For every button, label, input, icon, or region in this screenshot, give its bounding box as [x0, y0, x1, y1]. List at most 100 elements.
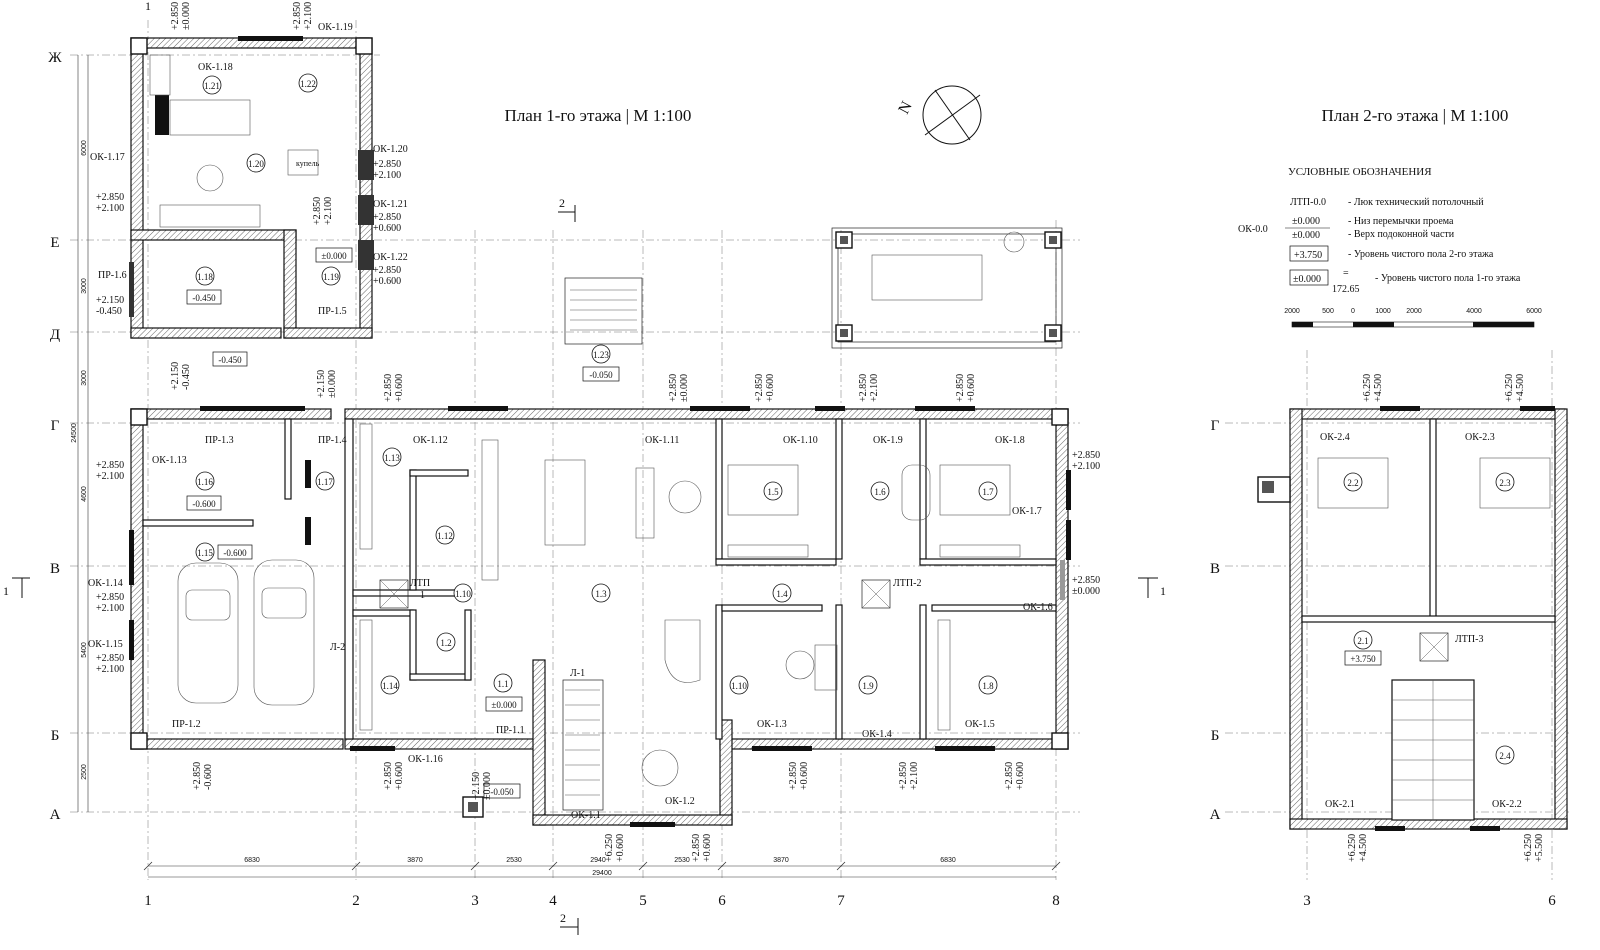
section-1-left: 1: [3, 584, 9, 598]
level-1-23: -0.050: [589, 370, 613, 380]
mark-p2-v2-b: +4.500: [1515, 374, 1526, 402]
label-ok-1-4: ОК-1.4: [862, 729, 892, 740]
axis-grid: [70, 20, 1570, 880]
mark-v10-b: +0.600: [966, 374, 977, 402]
room-1-1: 1.1: [497, 679, 508, 689]
row-axis-b: Б: [51, 728, 60, 744]
room-1-19: 1.19: [323, 272, 339, 282]
north-label: N: [895, 98, 916, 117]
legend-text-floor1: - Уровень чистого пола 1-го этажа: [1375, 273, 1521, 284]
scale-tick-4000: 4000: [1466, 308, 1482, 315]
label-ok-1-1: ОК-1.1: [571, 810, 601, 821]
mark-p2-v3-a: +6.250: [1347, 834, 1358, 862]
mark-v4-a: +2.150: [170, 362, 181, 390]
label-ok-1-12: ОК-1.12: [413, 435, 448, 446]
row2-axis-g: Г: [1211, 418, 1220, 434]
room-1-17: 1.17: [317, 477, 333, 487]
mark-v18-b: +0.600: [1015, 762, 1026, 790]
plan1-columns: [130, 37, 1069, 818]
mark-v13-b: ±0.000: [482, 772, 493, 800]
mark-v8-b: +0.600: [765, 374, 776, 402]
mark-p2-v1-a: +6.250: [1362, 374, 1373, 402]
mark-ok121-bot: +0.600: [373, 223, 401, 234]
level-1-19: ±0.000: [321, 251, 347, 261]
mark-v11-b: -0.600: [203, 764, 214, 790]
room-2-4: 2.4: [1499, 751, 1511, 761]
dim-left-3: 3000: [81, 370, 88, 386]
label-pr-1-5: ПР-1.5: [318, 306, 347, 317]
label-ok-1-19: ОК-1.19: [318, 22, 353, 33]
dim-left-1: 6000: [81, 140, 88, 156]
floor-levels: -0.450 -0.450 -0.600 -0.600 -0.050 -0.05…: [186, 247, 1382, 799]
mark-v3-b: +2.100: [323, 197, 334, 225]
level-porch: -0.050: [490, 787, 514, 797]
row-axis-e: Е: [50, 235, 59, 251]
mark-v8-a: +2.850: [754, 374, 765, 402]
mark-p2-v4-b: +5.500: [1534, 834, 1545, 862]
room-1-23: 1.23: [593, 350, 609, 360]
label-ltp-2: ЛТП-2: [893, 578, 921, 589]
label-ok-1-21: ОК-1.21: [373, 199, 408, 210]
label-ok-1-7: ОК-1.7: [1012, 506, 1042, 517]
label-ok-1-9: ОК-1.9: [873, 435, 903, 446]
legend-symbol-sill: ±0.000: [1292, 230, 1320, 241]
mark-ok114-bot: +2.100: [96, 603, 124, 614]
level-2-1: +3.750: [1350, 654, 1376, 664]
room-1-14: 1.14: [382, 681, 398, 691]
mark-ok115-bot: +2.100: [96, 664, 124, 675]
row2-axis-v: В: [1210, 561, 1220, 577]
scale-tick-2000l: 2000: [1284, 308, 1300, 315]
col-axis-1: 1: [144, 893, 152, 909]
mark-v9-b: +2.100: [869, 374, 880, 402]
label-kupel: купель: [296, 159, 320, 168]
label-ok-1-16: ОК-1.16: [408, 754, 443, 765]
label-stair-l2: Л-2: [330, 642, 345, 653]
row-axis-g: Г: [51, 418, 60, 434]
mark-p2-v4-a: +6.250: [1523, 834, 1534, 862]
label-ok-1-11: ОК-1.11: [645, 435, 679, 446]
label-ok-1-13: ОК-1.13: [152, 455, 187, 466]
legend-symbol-floor1: ±0.000: [1293, 274, 1321, 285]
room-2-2: 2.2: [1347, 478, 1358, 488]
scale-tick-500: 500: [1322, 308, 1334, 315]
label-ok-1-15: ОК-1.15: [88, 639, 123, 650]
plan1-furniture: [149, 54, 1551, 811]
col-axis-3: 3: [471, 893, 479, 909]
mark-v3-a: +2.850: [312, 197, 323, 225]
legend-ok-label: ОК-0.0: [1238, 224, 1268, 235]
level-1-18: -0.450: [192, 293, 216, 303]
label-ok-1-14: ОК-1.14: [88, 578, 123, 589]
mark-ok120-top: +2.850: [373, 159, 401, 170]
mark-right-top: +2.850: [1072, 450, 1100, 461]
mark-v6-a: +2.850: [383, 374, 394, 402]
dim-bottom-2: 3870: [407, 857, 423, 864]
section-markers: 2 2 1 1: [3, 196, 1166, 935]
mark-v5-b: ±0.000: [327, 370, 338, 398]
room-1-10: 1.10: [731, 681, 747, 691]
mark-v15-a: +2.850: [691, 834, 702, 862]
north-arrow: N: [895, 85, 982, 145]
mark-ok120-bot: +2.100: [373, 170, 401, 181]
plan1-title: План 1-го этажа | М 1:100: [505, 106, 692, 125]
section-2-bottom: 2: [560, 911, 566, 925]
mark-v17-b: +2.100: [909, 762, 920, 790]
dim-left-4: 4600: [81, 486, 88, 502]
dim-bottom-4: 2940: [590, 857, 606, 864]
room-1-15: 1.15: [197, 548, 213, 558]
room-1-8-lower: 1.8: [982, 681, 994, 691]
legend-text-sill: - Верх подоконной части: [1348, 229, 1455, 240]
scale-tick-2000: 2000: [1406, 308, 1422, 315]
mark-v1-b: +2.100: [303, 2, 314, 30]
legend-text-ltp: - Люк технический потолочный: [1348, 197, 1484, 208]
scale-tick-0: 0: [1351, 308, 1355, 315]
mark-right-bot: +2.100: [1072, 461, 1100, 472]
mark-v6-b: +0.600: [394, 374, 405, 402]
mark-v16-a: +2.850: [788, 762, 799, 790]
scale-bar: 2000 500 0 1000 2000 4000 6000: [1284, 308, 1542, 328]
row-axis-labels: Ж Е Д Г В Б А Г В Б А: [48, 50, 1220, 823]
section-2-top: 2: [559, 196, 565, 210]
legend-text-lintel: - Низ перемычки проема: [1348, 216, 1454, 227]
room-1-3: 1.3: [595, 589, 607, 599]
label-pr-1-1: ПР-1.1: [496, 725, 525, 736]
label-ok-2-4: ОК-2.4: [1320, 432, 1350, 443]
